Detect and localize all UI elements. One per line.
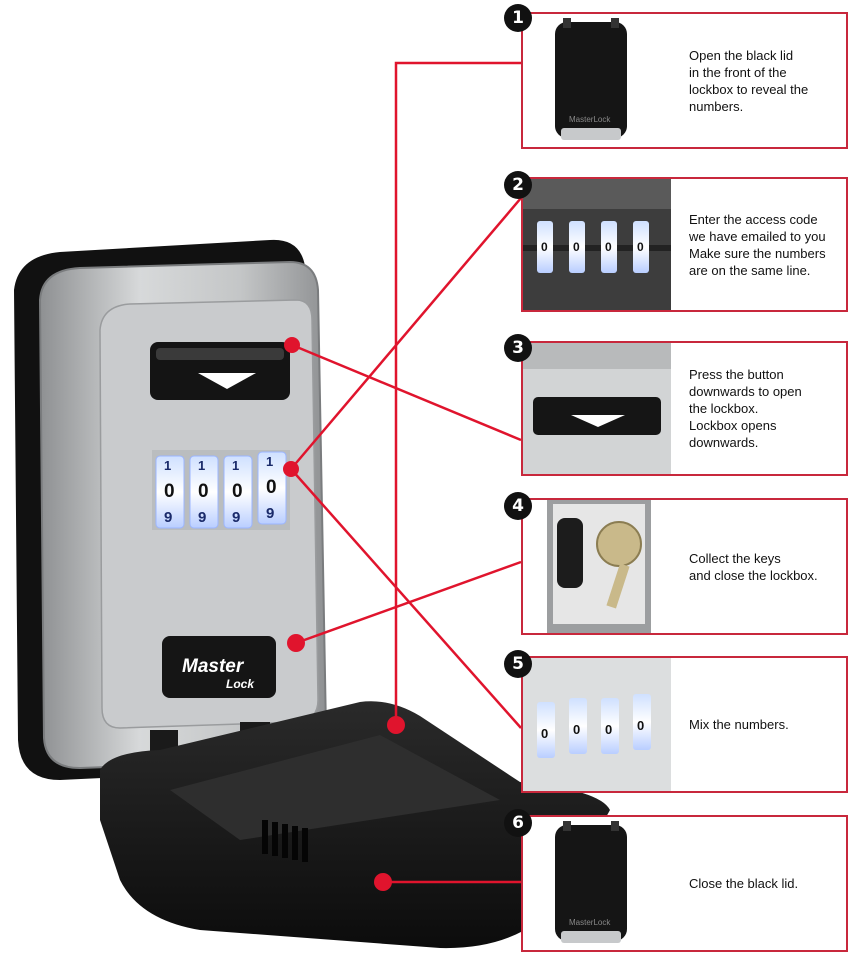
svg-text:9: 9 bbox=[266, 505, 274, 522]
connector-lines bbox=[290, 61, 522, 884]
svg-text:0: 0 bbox=[232, 481, 243, 502]
step-6-thumbnail: MasterLock bbox=[523, 817, 671, 950]
connector-step-1 bbox=[394, 61, 521, 725]
svg-text:1: 1 bbox=[232, 458, 239, 473]
svg-text:0: 0 bbox=[637, 240, 644, 254]
step-5-text: Mix the numbers. bbox=[689, 717, 789, 732]
step-3-thumbnail bbox=[523, 343, 671, 474]
connector-step-3 bbox=[291, 343, 522, 442]
connector-step-2 bbox=[290, 197, 522, 470]
svg-text:9: 9 bbox=[198, 509, 206, 526]
svg-text:0: 0 bbox=[605, 240, 612, 254]
svg-text:0: 0 bbox=[164, 481, 175, 502]
step-4-number: 4 bbox=[504, 492, 532, 520]
step-6-number: 6 bbox=[504, 809, 532, 837]
step-5-number: 5 bbox=[504, 650, 532, 678]
svg-text:0: 0 bbox=[605, 722, 612, 737]
connector-step-5 bbox=[290, 468, 522, 729]
step-2-box: 0 0 0 0 Enter the access code we have em… bbox=[521, 177, 848, 312]
step-1-number: 1 bbox=[504, 4, 532, 32]
step-1-text: Open the black lid in the front of the l… bbox=[689, 47, 809, 114]
step-5-thumbnail: 0 0 0 0 bbox=[523, 658, 671, 791]
vent-slots bbox=[262, 820, 308, 862]
step-2-thumbnail: 0 0 0 0 bbox=[523, 179, 671, 310]
brand-logo: Master Lock bbox=[162, 636, 276, 698]
step-1-box: MasterLock Open the black lid in the fro… bbox=[521, 12, 848, 149]
step-2-text: Enter the access code we have emailed to… bbox=[689, 211, 826, 278]
step-6-box: MasterLock Close the black lid. bbox=[521, 815, 848, 952]
svg-text:Master: Master bbox=[182, 656, 245, 677]
svg-text:9: 9 bbox=[232, 509, 240, 526]
dial-1: 1 0 9 bbox=[155, 455, 185, 529]
step-3-text: Press the button downwards to open the l… bbox=[689, 367, 802, 450]
svg-text:0: 0 bbox=[266, 477, 277, 498]
step-1-thumbnail: MasterLock bbox=[523, 14, 671, 147]
svg-text:Lock: Lock bbox=[226, 677, 255, 691]
combination-dials: 1 0 9 1 0 9 1 0 9 1 0 9 bbox=[152, 450, 290, 530]
svg-text:9: 9 bbox=[164, 509, 172, 526]
svg-text:0: 0 bbox=[541, 240, 548, 254]
svg-text:0: 0 bbox=[573, 240, 580, 254]
arrow-down-icon bbox=[198, 373, 256, 389]
step-4-text: Collect the keys and close the lockbox. bbox=[689, 550, 818, 583]
svg-text:0: 0 bbox=[573, 722, 580, 737]
svg-text:1: 1 bbox=[266, 454, 273, 469]
open-lid bbox=[100, 701, 610, 949]
step-4-box: Collect the keys and close the lockbox. bbox=[521, 498, 848, 635]
step-2-number: 2 bbox=[504, 171, 532, 199]
dial-2: 1 0 9 bbox=[189, 455, 219, 529]
svg-text:MasterLock: MasterLock bbox=[569, 918, 611, 927]
svg-text:0: 0 bbox=[637, 718, 644, 733]
svg-text:0: 0 bbox=[541, 726, 548, 741]
svg-text:0: 0 bbox=[198, 481, 209, 502]
step-3-box: Press the button downwards to open the l… bbox=[521, 341, 848, 476]
dial-4: 1 0 9 bbox=[257, 451, 287, 525]
step-4-thumbnail bbox=[523, 500, 671, 633]
svg-text:1: 1 bbox=[198, 458, 205, 473]
callout-dots bbox=[283, 337, 405, 891]
svg-text:MasterLock: MasterLock bbox=[569, 115, 611, 124]
svg-text:1: 1 bbox=[164, 458, 171, 473]
step-3-number: 3 bbox=[504, 334, 532, 362]
dial-3: 1 0 9 bbox=[223, 455, 253, 529]
step-6-text: Close the black lid. bbox=[689, 876, 799, 891]
step-5-box: 0 0 0 0 Mix the numbers. bbox=[521, 656, 848, 793]
